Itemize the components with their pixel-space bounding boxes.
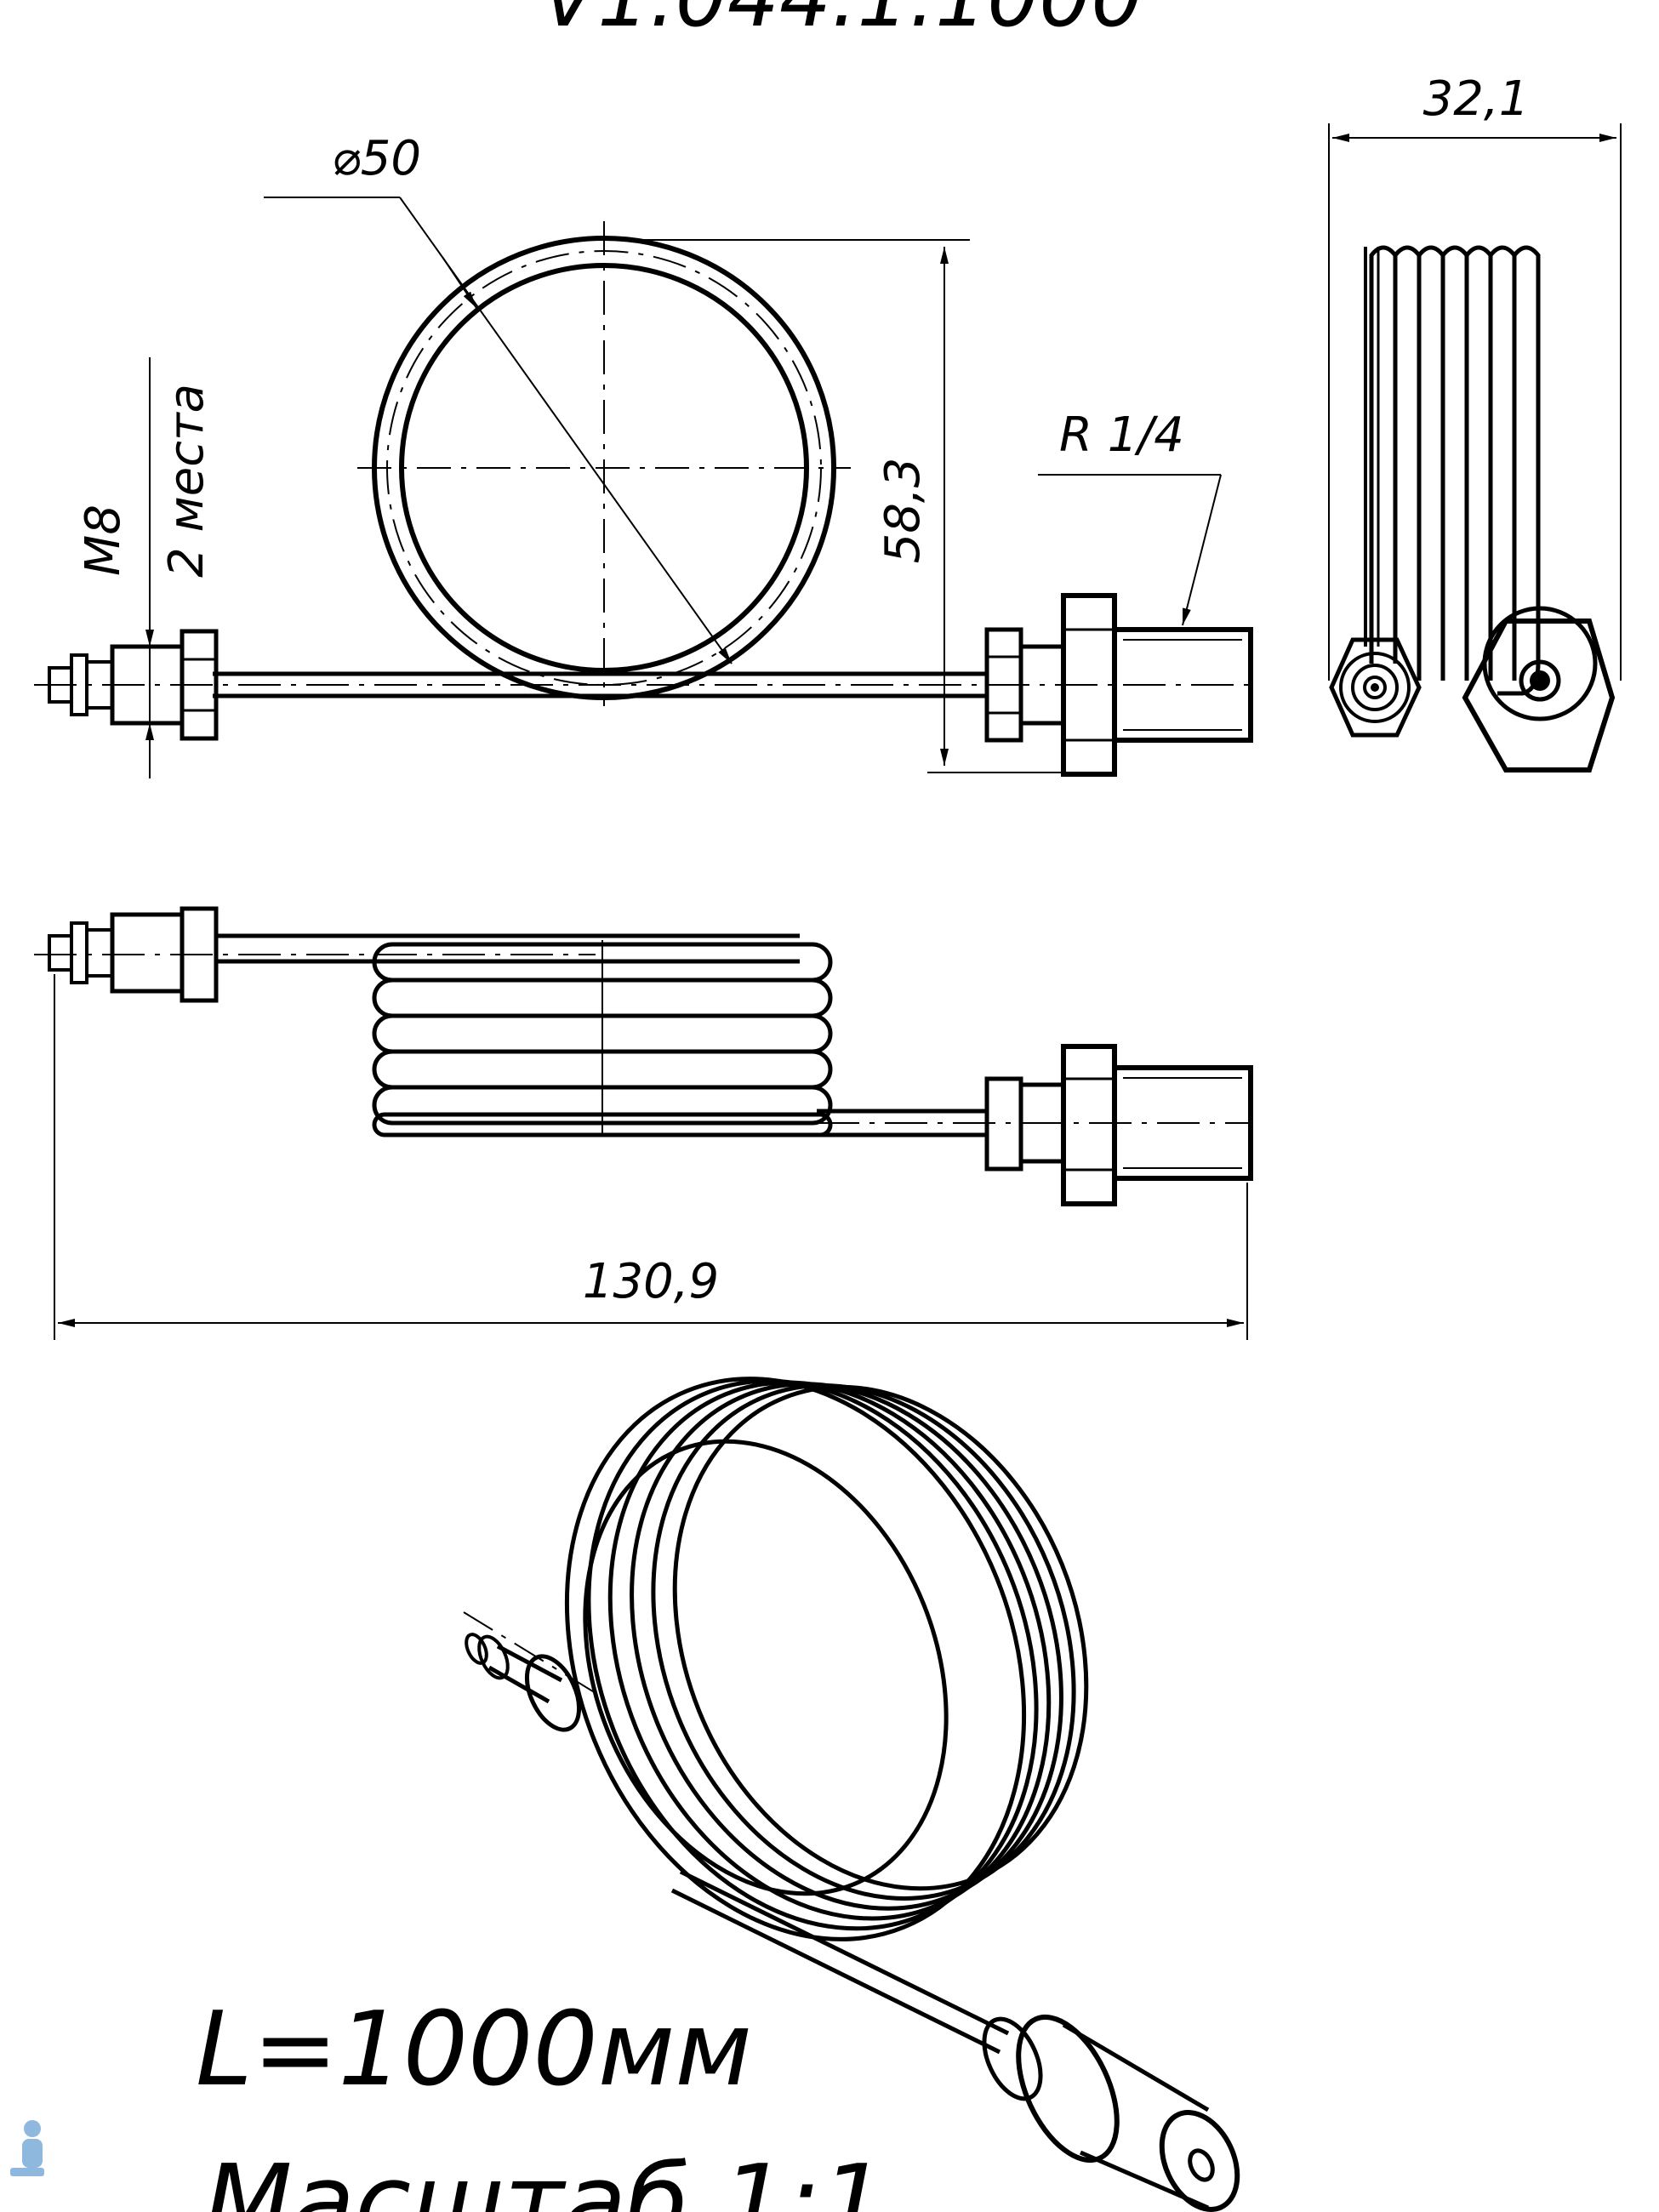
iso-large-fitting <box>982 2014 1240 2212</box>
side-large-ring-inner <box>1519 659 1561 702</box>
side-coil-loop <box>1464 245 1493 681</box>
scale-note: Масштаб 1:1 <box>204 2144 887 2212</box>
iso-coil-turn <box>651 1383 1076 1901</box>
width-label: 32,1 <box>1423 71 1530 127</box>
isometric-view <box>463 1377 1240 2212</box>
iso-coil-turn <box>630 1382 1063 1911</box>
side-coil-loop <box>1417 245 1445 681</box>
length-label: 130,9 <box>583 1254 719 1309</box>
side-small-hex <box>1329 637 1422 738</box>
side-coil-loop <box>1393 245 1422 681</box>
side-large-bore <box>1530 670 1550 691</box>
side-coil-loop <box>1369 245 1398 664</box>
fitting-nut <box>180 906 219 1003</box>
iso-axis-line <box>463 1611 596 1694</box>
fitting-collar <box>70 921 88 984</box>
side-small-bore <box>1371 683 1379 692</box>
iso-coil-turn <box>586 1378 1039 1931</box>
iso-coil-turn <box>607 1380 1052 1921</box>
iso-hex <box>1016 2014 1120 2164</box>
diameter-label: ⌀50 <box>332 131 421 186</box>
fitting-tip <box>48 934 73 972</box>
top-small-fitting <box>48 906 219 1003</box>
large-fitting-right <box>984 593 1253 777</box>
front-view: ⌀50 58,3 M8 2 места R 1/4 <box>34 131 1253 778</box>
fitting-thread <box>1112 1065 1253 1181</box>
iso-thread-end <box>1159 2110 1240 2212</box>
m8-label: M8 <box>76 505 131 576</box>
fitting-body <box>110 912 185 994</box>
fitting-ring <box>85 928 114 978</box>
iso-small-body <box>487 1665 550 1704</box>
side-small-ring-outer <box>1339 652 1411 723</box>
diameter-arrow-upper <box>442 256 477 309</box>
height-label: 58,3 <box>875 458 931 564</box>
top-large-fitting <box>984 1044 1253 1206</box>
side-small-ring-mid <box>1351 664 1399 711</box>
iso-tube-edge <box>679 1869 1010 2036</box>
top-view: 130,9 <box>34 906 1253 1340</box>
r14-leader-arrow <box>1182 474 1222 626</box>
iso-coil-inner <box>583 1439 949 1896</box>
iso-small-fitting <box>465 1633 582 1732</box>
side-view: 32,1 <box>1328 71 1622 772</box>
fitting-nut <box>180 629 219 741</box>
iso-bore <box>1188 2148 1215 2182</box>
r14-label: R 1/4 <box>1059 408 1184 463</box>
m8-count-label: 2 места <box>159 384 214 578</box>
iso-small-tip <box>465 1633 488 1665</box>
iso-small-nut <box>524 1654 582 1732</box>
fitting-thread <box>1112 627 1253 743</box>
fitting-hex <box>1061 1044 1117 1206</box>
side-coil-loop <box>1440 245 1469 681</box>
side-small-ring-inner <box>1363 676 1387 699</box>
side-large-ring-outer <box>1482 606 1598 721</box>
iso-tube-edge <box>670 1888 1001 2055</box>
drawing-title: V1.044.1.1000 <box>542 0 1143 45</box>
worker-logo-icon <box>10 2120 44 2176</box>
iso-thread-edge <box>1062 2022 1210 2112</box>
iso-coil-turn <box>564 1377 1027 1941</box>
iso-nut-small <box>982 2016 1043 2101</box>
side-coil-loop <box>1497 245 1541 696</box>
iso-coil-turn <box>672 1384 1089 1891</box>
length-note: L=1000мм <box>196 1991 752 2109</box>
